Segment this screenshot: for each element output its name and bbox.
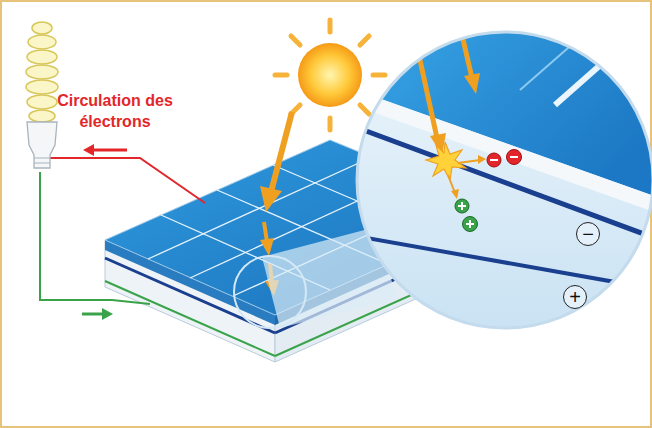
electron-arrow bbox=[92, 149, 127, 152]
current-arrowhead bbox=[102, 308, 113, 320]
electron-arrowhead bbox=[83, 144, 94, 156]
current-arrow bbox=[82, 313, 104, 316]
red-wire bbox=[48, 158, 205, 203]
zoom-ring bbox=[357, 32, 652, 328]
zoom-spot bbox=[234, 256, 306, 328]
holes bbox=[455, 199, 478, 232]
electrons bbox=[487, 150, 522, 168]
negative-sign: − bbox=[576, 222, 600, 246]
zoom-view bbox=[350, 20, 652, 335]
green-wire bbox=[40, 172, 150, 304]
bulb bbox=[26, 22, 58, 168]
flow-label: Circulation des électrons bbox=[50, 90, 180, 132]
positive-sign: + bbox=[563, 285, 587, 309]
